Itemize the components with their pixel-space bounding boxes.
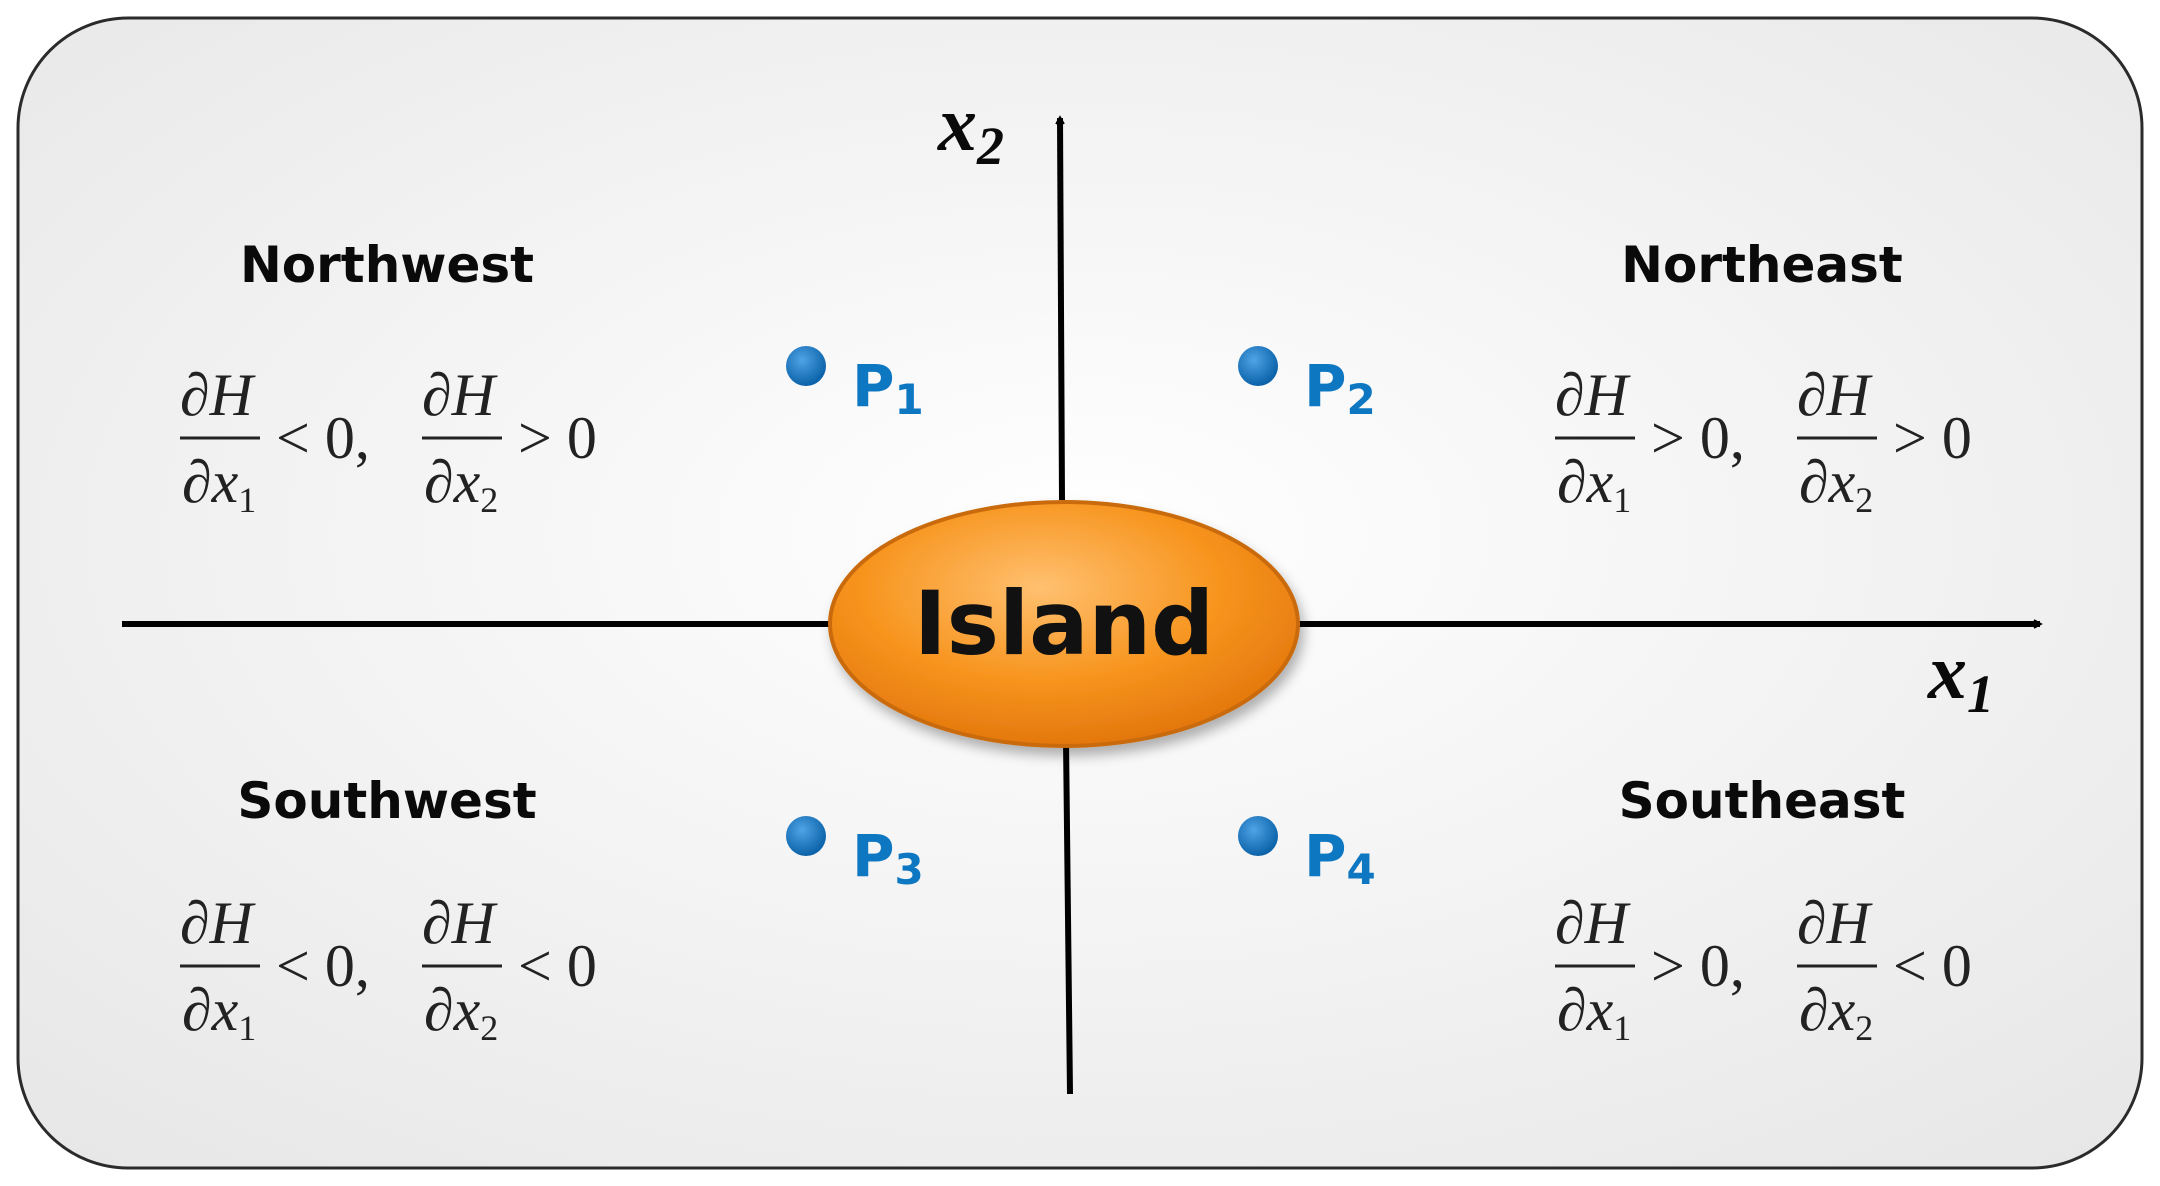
- x2-axis-lower: [1063, 739, 1073, 1095]
- southeast-condition-1: ∂H ∂x1 > 0,: [1555, 890, 1745, 1048]
- svg-text:< 0: < 0: [1893, 933, 1972, 999]
- svg-text:∂H: ∂H: [180, 362, 257, 428]
- svg-text:> 0: > 0: [1893, 405, 1972, 471]
- svg-text:∂x2: ∂x2: [424, 449, 498, 520]
- svg-text:∂H: ∂H: [1797, 890, 1874, 956]
- island-label: Island: [914, 572, 1214, 675]
- northeast-title: Northeast: [1621, 236, 1903, 294]
- svg-text:< 0,: < 0,: [276, 933, 370, 999]
- svg-text:∂x2: ∂x2: [1799, 449, 1873, 520]
- southeast-condition-2: ∂H ∂x2 < 0: [1797, 890, 1972, 1048]
- svg-text:∂H: ∂H: [1555, 890, 1632, 956]
- svg-text:∂x2: ∂x2: [424, 977, 498, 1048]
- point-p1-label: P1: [852, 352, 924, 424]
- point-p1-dot: [786, 346, 826, 386]
- svg-text:∂x1: ∂x1: [1557, 977, 1631, 1048]
- point-p4-label: P4: [1304, 822, 1376, 894]
- x2-axis-label: x2: [937, 80, 1004, 176]
- svg-text:∂H: ∂H: [422, 362, 499, 428]
- svg-text:∂H: ∂H: [422, 890, 499, 956]
- southwest-condition-2: ∂H ∂x2 < 0: [422, 890, 597, 1048]
- svg-text:∂x1: ∂x1: [182, 449, 256, 520]
- southwest-condition-1: ∂H ∂x1 < 0,: [180, 890, 370, 1048]
- svg-text:∂H: ∂H: [1555, 362, 1632, 428]
- point-p3-dot: [786, 816, 826, 856]
- point-p2-label: P2: [1304, 352, 1376, 424]
- svg-text:∂x2: ∂x2: [1799, 977, 1873, 1048]
- svg-text:> 0,: > 0,: [1651, 933, 1745, 999]
- x2-axis-upper: [1055, 115, 1065, 501]
- svg-text:∂H: ∂H: [1797, 362, 1874, 428]
- svg-text:> 0,: > 0,: [1651, 405, 1745, 471]
- island-ellipse: [828, 500, 1300, 748]
- svg-text:> 0: > 0: [518, 405, 597, 471]
- x1-axis-label: x1: [1927, 628, 1994, 724]
- southwest-title: Southwest: [237, 772, 536, 830]
- northeast-condition-2: ∂H ∂x2 > 0: [1797, 362, 1972, 520]
- southeast-title: Southeast: [1619, 772, 1906, 830]
- northeast-condition-1: ∂H ∂x1 > 0,: [1555, 362, 1745, 520]
- svg-text:∂x1: ∂x1: [182, 977, 256, 1048]
- northwest-title: Northwest: [240, 236, 534, 294]
- point-p4-dot: [1238, 816, 1278, 856]
- svg-text:∂H: ∂H: [180, 890, 257, 956]
- svg-text:< 0,: < 0,: [276, 405, 370, 471]
- svg-text:< 0: < 0: [518, 933, 597, 999]
- point-p2-dot: [1238, 346, 1278, 386]
- svg-text:∂x1: ∂x1: [1557, 449, 1631, 520]
- northwest-condition-2: ∂H ∂x2 > 0: [422, 362, 597, 520]
- northwest-condition-1: ∂H ∂x1 < 0,: [180, 362, 370, 520]
- point-p3-label: P3: [852, 822, 924, 894]
